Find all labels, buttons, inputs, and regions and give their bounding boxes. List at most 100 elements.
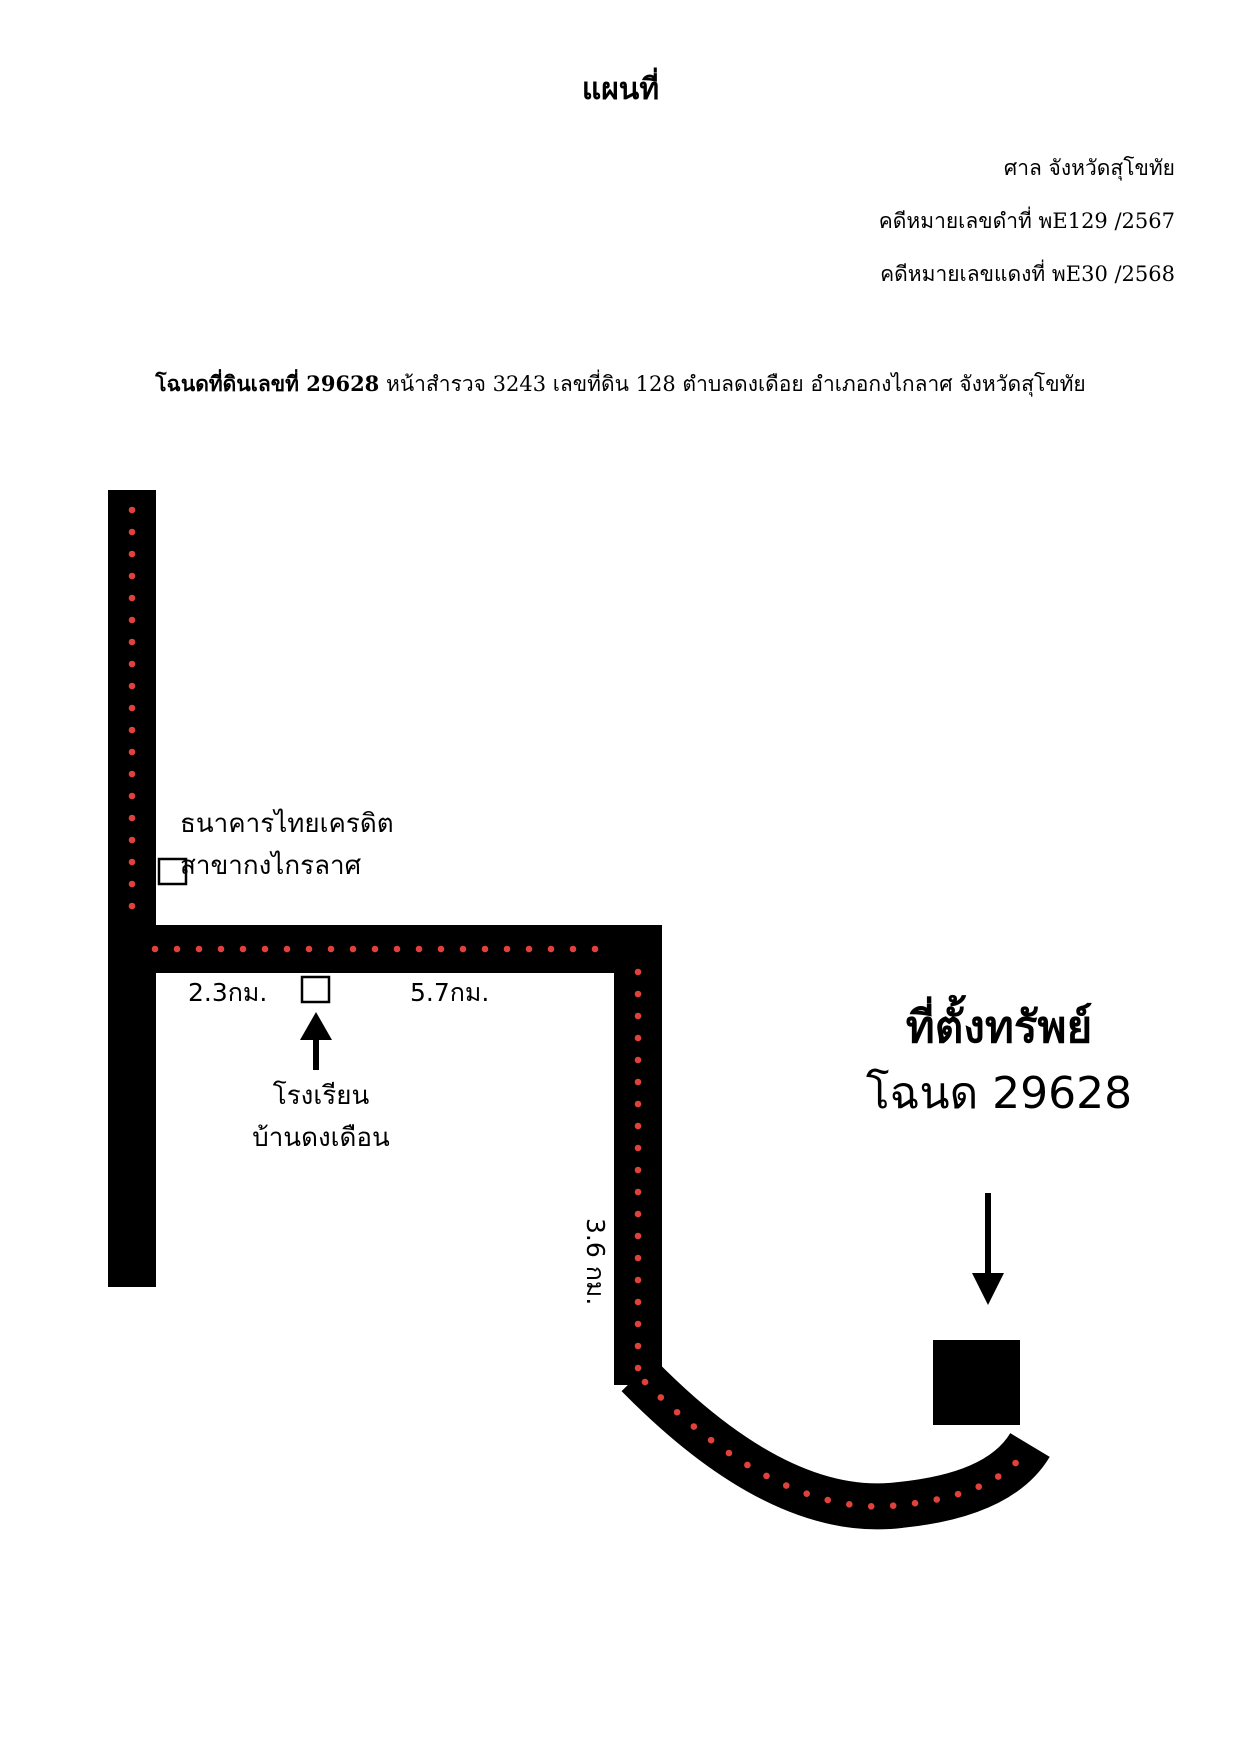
- road-dot: [634, 1320, 642, 1328]
- road-dot: [128, 616, 136, 624]
- road-dot: [128, 858, 136, 866]
- road-horizontal: [108, 925, 662, 973]
- road-dot: [591, 945, 599, 953]
- property-arrow-icon: [972, 1193, 1004, 1305]
- road-dot: [128, 836, 136, 844]
- school-arrow-icon: [300, 1012, 332, 1070]
- road-dot: [634, 1056, 642, 1064]
- deed-description: โฉนดที่ดินเลขที่ 29628 หน้าสำรวจ 3243 เล…: [0, 368, 1241, 401]
- road-dot: [481, 945, 489, 953]
- road-dot: [634, 1254, 642, 1262]
- road-dot: [128, 660, 136, 668]
- road-dot: [782, 1482, 790, 1489]
- road-dot: [128, 506, 136, 514]
- road-dot: [889, 1502, 897, 1510]
- deed-number: โฉนดที่ดินเลขที่ 29628: [155, 371, 380, 396]
- road-dot: [173, 945, 181, 953]
- road-dot: [725, 1449, 733, 1457]
- road-dot: [217, 945, 225, 953]
- road-dot: [634, 1078, 642, 1086]
- road-dot: [994, 1473, 1002, 1480]
- road-dot: [933, 1496, 941, 1503]
- bank-name: ธนาคารไทยเครดิต: [180, 809, 394, 839]
- road-dot: [128, 572, 136, 580]
- road-dot: [195, 945, 203, 953]
- road-dot: [641, 1378, 649, 1386]
- road-dot: [634, 1034, 642, 1042]
- road-dot: [547, 945, 555, 953]
- bank-marker: [157, 857, 188, 886]
- road-dot: [634, 1364, 642, 1372]
- road-dot: [707, 1436, 715, 1444]
- distance-label-1: 2.3กม.: [188, 978, 268, 1007]
- distance-label-2: 5.7กม.: [410, 978, 490, 1007]
- school-label: โรงเรียน บ้านดงเดือน: [236, 1075, 406, 1159]
- road-dot: [634, 1232, 642, 1240]
- road-dot: [239, 945, 247, 953]
- black-case-number: คดีหมายเลขดำที่ พE129 /2567: [878, 209, 1175, 233]
- road-dot: [634, 990, 642, 998]
- road-dot: [128, 726, 136, 734]
- road-dot: [824, 1496, 832, 1504]
- road-dot: [261, 945, 269, 953]
- road-vertical-right: [614, 925, 662, 1385]
- road-dot: [975, 1483, 983, 1490]
- road-dot: [673, 1408, 681, 1416]
- road-dot: [525, 945, 533, 953]
- property-title: ที่ตั้งทรัพย์: [905, 1002, 1093, 1053]
- road-dot: [305, 945, 313, 953]
- road-dot: [128, 528, 136, 536]
- road-dot: [459, 945, 467, 953]
- road-dot: [634, 1144, 642, 1152]
- road-dot: [151, 945, 159, 953]
- road-dots: [128, 506, 1019, 1510]
- road-number-label: 1055: [121, 984, 151, 1049]
- deed-details: หน้าสำรวจ 3243 เลขที่ดิน 128 ตำบลดงเดือย…: [385, 372, 1086, 396]
- property-deed: โฉนด 29628: [865, 1068, 1133, 1119]
- road-dot: [128, 594, 136, 602]
- road-dot: [128, 550, 136, 558]
- red-case-number: คดีหมายเลขแดงที่ พE30 /2568: [880, 262, 1175, 286]
- road-dot: [128, 704, 136, 712]
- road-dot: [634, 1012, 642, 1020]
- road-dot: [634, 1100, 642, 1108]
- road-dot: [415, 945, 423, 953]
- road-dot: [128, 748, 136, 756]
- school-marker: [300, 975, 331, 1004]
- road-dot: [283, 945, 291, 953]
- property-label: ที่ตั้งทรัพย์ โฉนด 29628: [864, 995, 1134, 1127]
- road-dot: [867, 1503, 875, 1510]
- road-1055: [108, 490, 156, 1287]
- road-dot: [349, 945, 357, 953]
- road-dot: [634, 1210, 642, 1218]
- school-line-2: บ้านดงเดือน: [252, 1123, 390, 1153]
- road-dot: [954, 1490, 962, 1498]
- road-dot: [634, 1188, 642, 1196]
- road-dot: [128, 770, 136, 778]
- road-dot: [634, 1276, 642, 1284]
- road-dot: [503, 945, 511, 953]
- road-dot: [128, 814, 136, 822]
- road-dot: [128, 880, 136, 888]
- road-dot: [569, 945, 577, 953]
- road-dot: [763, 1472, 770, 1480]
- road-dot: [128, 682, 136, 690]
- road-dot: [327, 945, 335, 953]
- court-name: ศาล จังหวัดสุโขทัย: [1003, 156, 1175, 180]
- school-line-1: โรงเรียน: [272, 1081, 370, 1111]
- road-dot: [744, 1461, 751, 1469]
- road-dot: [911, 1499, 919, 1507]
- road-dot: [128, 902, 136, 910]
- road-dot: [128, 792, 136, 800]
- road-dot: [690, 1423, 698, 1430]
- road-dot: [634, 1122, 642, 1130]
- property-marker: [933, 1340, 1020, 1425]
- road-dot: [393, 945, 401, 953]
- bank-branch: สาขากงไกรลาศ: [180, 851, 362, 881]
- road-dot: [128, 638, 136, 646]
- road-dot: [634, 1166, 642, 1174]
- distance-label-3: 3.6 กม.: [581, 1218, 610, 1306]
- bank-label: ธนาคารไทยเครดิต สาขากงไกรลาศ: [180, 803, 394, 887]
- road-dot: [1012, 1459, 1019, 1467]
